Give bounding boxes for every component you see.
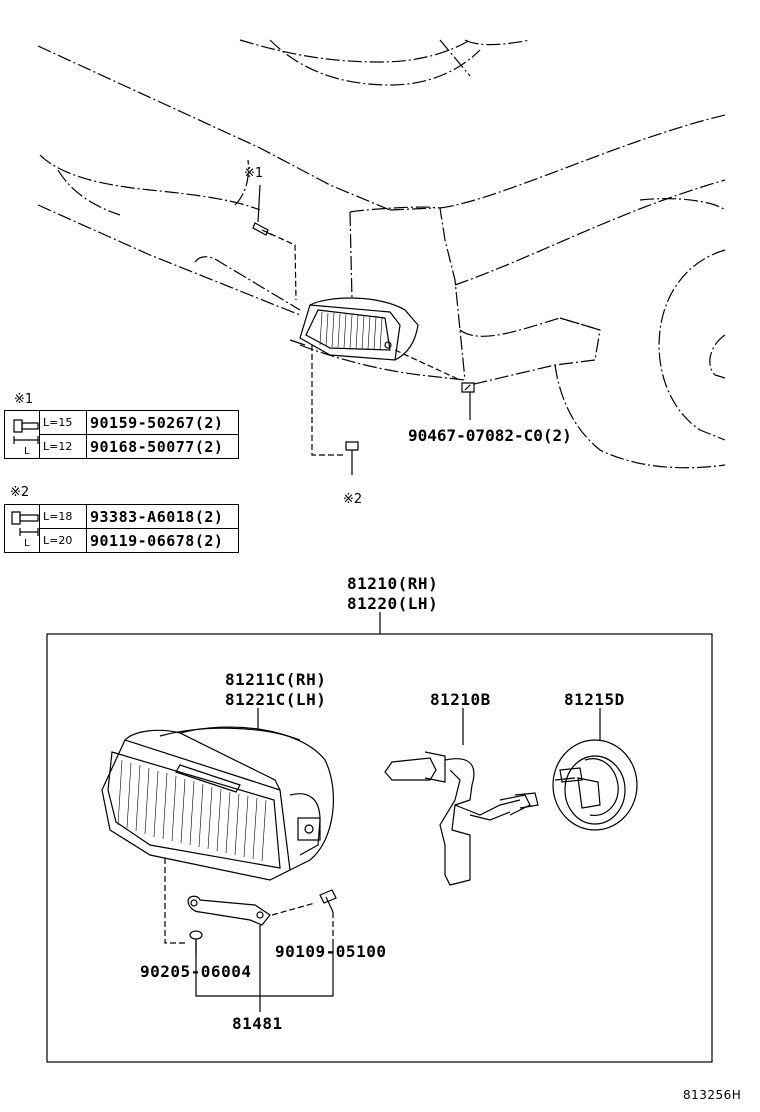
mark2-callout: ※2 [343, 492, 363, 507]
assembly-rh-label: 81210(RH) [347, 574, 439, 593]
spec1-row2-part: 90168-50077(2) [86, 434, 239, 459]
spec1-row1-length: L=15 [39, 410, 87, 435]
installed-fog-lamp [289, 297, 419, 361]
spec-table-1: L=15 90159-50267(2) L=12 90168-50077(2) [4, 410, 239, 459]
bulb-drawing [384, 751, 539, 886]
bolt-upper-label: 90467-07082-C0(2) [408, 426, 572, 445]
screw-drawing [319, 889, 337, 913]
fog-lamp-unit-drawing [101, 726, 335, 881]
washer-label: 90205-06004 [140, 962, 252, 981]
socket-label: 81215D [564, 690, 625, 709]
spec2-mark: ※2 [10, 485, 30, 500]
table-row: L=15 90159-50267(2) [4, 410, 239, 459]
diagram-id: 813256H [683, 1088, 742, 1102]
assembly-lh-label: 81220(LH) [347, 594, 439, 613]
table-row: L=20 90119-06678(2) [5, 528, 239, 553]
mark1-callout: ※1 [244, 166, 264, 181]
screw-label: 90109-05100 [275, 942, 387, 961]
spec1-row1-part: 90159-50267(2) [86, 410, 239, 435]
spec2-row2-part: 90119-06678(2) [86, 528, 239, 553]
bolt-mark2 [345, 441, 359, 475]
bracket-drawing [187, 895, 271, 926]
assembly-box [46, 633, 713, 1063]
spec2-row1-part: 93383-A6018(2) [86, 504, 239, 529]
spec1-dim-label: L [24, 446, 30, 457]
spec2-dim-label: L [24, 538, 30, 549]
table-row: L=12 90168-50077(2) [5, 434, 239, 459]
bracket-label: 81481 [232, 1014, 283, 1033]
washer-drawing [189, 930, 203, 955]
spec2-bolt-cell [4, 504, 40, 553]
bolt-upper [461, 382, 475, 420]
spec-table-2: L=18 93383-A6018(2) L=20 90119-06678(2) [4, 504, 239, 553]
socket-drawing [552, 739, 638, 831]
spec2-row1-length: L=18 [39, 504, 87, 529]
spec1-bolt-cell [4, 410, 40, 459]
unit-lh-label: 81221C(LH) [225, 690, 327, 709]
bolt-mark1 [252, 222, 273, 236]
bulb-label: 81210B [430, 690, 491, 709]
spec1-row2-length: L=12 [39, 434, 87, 459]
table-row: L=18 93383-A6018(2) [4, 504, 239, 553]
spec2-row2-length: L=20 [39, 528, 87, 553]
unit-rh-label: 81211C(RH) [225, 670, 327, 689]
spec1-mark: ※1 [14, 392, 34, 407]
vehicle-body-outline [37, 39, 726, 469]
